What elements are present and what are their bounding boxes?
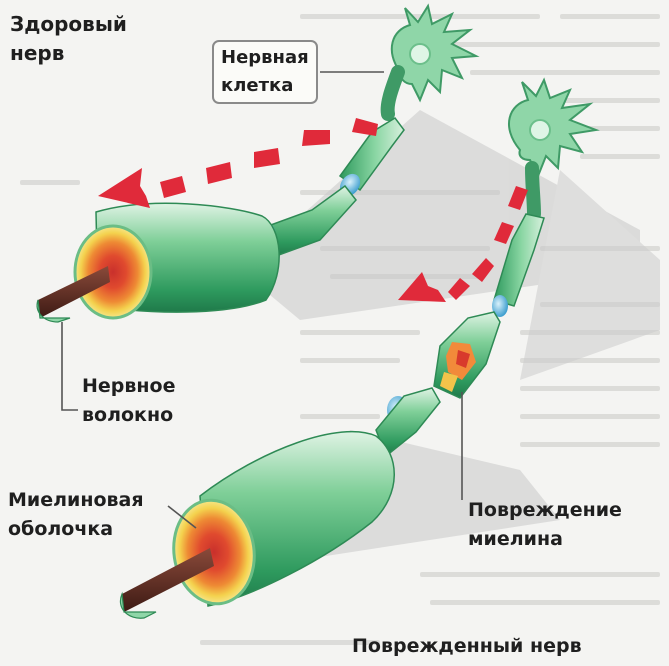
- label-myelin-sheath: Миелиновая оболочка: [8, 486, 144, 544]
- label-healthy-nerve: Здоровый нерв: [10, 10, 127, 68]
- label-nerve-fiber: Нервное волокно: [82, 372, 175, 430]
- healthy-neuron-cell-icon: [388, 6, 476, 114]
- healthy-myelin-cross-section: [75, 226, 151, 318]
- label-damaged-nerve: Поврежденный нерв: [352, 632, 582, 661]
- label-myelin-damage: Повреждение миелина: [468, 496, 622, 554]
- label-nerve-cell: Нервная клетка: [212, 40, 318, 104]
